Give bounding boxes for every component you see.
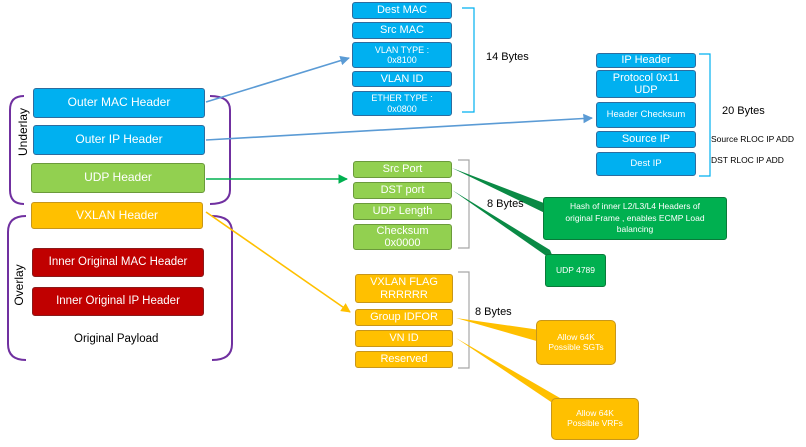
hash-callout-line-1: Hash of inner L2/L3/L4 Headers of <box>570 201 700 212</box>
protocol-field: Protocol 0x11 UDP <box>596 70 696 98</box>
udp-checksum-field: Checksum 0x0000 <box>353 224 452 250</box>
vrf-callout-pointer <box>456 338 560 408</box>
underlay-label: Underlay <box>16 107 30 157</box>
udp-port-callout: UDP 4789 <box>545 254 606 287</box>
vlan-id-field: VLAN ID <box>352 71 452 87</box>
dest-rloc-note: DST RLOC IP ADD <box>711 155 784 165</box>
vrf-callout-line-1: Allow 64K <box>576 408 614 419</box>
protocol-label: Protocol 0x11 <box>612 71 680 84</box>
dest-mac-field: Dest MAC <box>352 2 452 19</box>
ip-size-label: 20 Bytes <box>722 105 765 117</box>
sgt-callout-line-1: Allow 64K <box>557 331 595 342</box>
ether-type-value: 0x0800 <box>387 103 417 114</box>
hash-callout-pointer <box>452 168 549 215</box>
vxlan-header-box: VXLAN Header <box>31 202 203 229</box>
source-ip-field: Source IP <box>596 131 696 148</box>
vxlan-size-label: 8 Bytes <box>475 306 512 318</box>
hash-callout: Hash of inner L2/L3/L4 Headers of origin… <box>543 197 727 240</box>
sgt-callout-line-2: Possible SGTs <box>548 341 604 352</box>
reserved-field: Reserved <box>355 351 453 368</box>
overlay-bracket <box>7 215 27 361</box>
hash-callout-line-2: original Frame , enables ECMP Load <box>565 212 705 223</box>
dst-port-field: DST port <box>353 182 452 199</box>
overlay-label: Overlay <box>12 264 26 306</box>
inner-ip-header-box: Inner Original IP Header <box>32 287 204 316</box>
vxlan-flag-label: VXLAN FLAG <box>370 276 438 289</box>
vlan-type-label: VLAN TYPE : <box>374 44 430 55</box>
ip-bracket <box>699 53 711 177</box>
vlan-type-value: 0x8100 <box>387 55 417 65</box>
dest-ip-field: Dest IP <box>596 152 696 176</box>
vrf-callout-line-2: Possible VRFs <box>567 418 623 428</box>
protocol-value: UDP <box>634 84 658 96</box>
overlay-bracket-right <box>211 215 233 361</box>
mac-arrow <box>205 55 350 103</box>
udp-checksum-value: 0x0000 <box>384 237 421 249</box>
vn-id-field: VN ID <box>355 330 453 347</box>
ether-type-label: ETHER TYPE : <box>371 93 433 104</box>
hash-callout-line-3: balancing <box>616 224 654 235</box>
vxlan-arrow <box>205 211 351 313</box>
sgt-callout-pointer <box>456 318 540 342</box>
header-checksum-field: Header Checksum <box>596 102 696 128</box>
udp-bracket <box>458 159 470 249</box>
vrf-callout: Allow 64K Possible VRFs <box>551 398 639 440</box>
group-id-field: Group IDFOR <box>355 309 453 326</box>
vxlan-flag-value: RRRRRR <box>380 288 428 301</box>
source-rloc-note: Source RLOC IP ADD <box>711 134 794 144</box>
ether-type-field: ETHER TYPE : 0x0800 <box>352 91 452 116</box>
src-mac-field: Src MAC <box>352 22 452 39</box>
src-port-field: Src Port <box>353 161 452 178</box>
udp-header-box: UDP Header <box>31 163 205 193</box>
ip-arrow <box>205 113 593 141</box>
inner-mac-header-box: Inner Original MAC Header <box>32 248 204 277</box>
original-payload-label: Original Payload <box>74 333 159 345</box>
outer-ip-header-box: Outer IP Header <box>33 125 205 155</box>
udp-size-label: 8 Bytes <box>487 198 524 210</box>
port-callout-pointer <box>452 190 555 262</box>
mac-bracket <box>462 7 475 113</box>
underlay-bracket-right <box>209 95 231 205</box>
vxlan-flag-field: VXLAN FLAG RRRRRR <box>355 274 453 303</box>
outer-mac-header-box: Outer MAC Header <box>33 88 205 118</box>
ip-header-field: IP Header <box>596 53 696 68</box>
sgt-callout: Allow 64K Possible SGTs <box>536 320 616 365</box>
vlan-type-field: VLAN TYPE : 0x8100 <box>352 42 452 68</box>
underlay-bracket <box>9 95 25 205</box>
udp-length-field: UDP Length <box>353 203 452 220</box>
udp-checksum-label: Checksum <box>376 224 429 237</box>
mac-size-label: 14 Bytes <box>486 51 529 63</box>
